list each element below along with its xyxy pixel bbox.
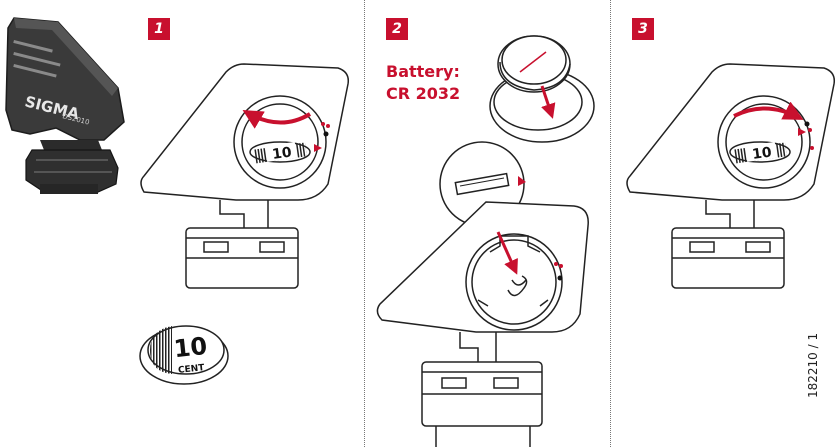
step3-rotate-arrow [733,101,804,120]
coin-illustration: 10 CENT [139,325,229,385]
step1-rotate-arrow [242,109,312,129]
battery-slot-arrow [496,231,518,275]
step-2-badge: 2 [386,18,408,40]
battery-insert-arrow [540,85,556,119]
step1-coin-value: 10 [271,144,293,163]
coin-value: 10 [172,332,208,363]
battery-type: CR 2032 [386,84,461,103]
coin-unit: CENT [178,363,206,376]
battery-label: Battery: CR 2032 [386,61,460,105]
step3-coin-value: 10 [751,144,773,163]
divider-1 [364,0,365,447]
step-1-badge: 1 [148,18,170,40]
step-3-badge: 3 [632,18,654,40]
divider-2 [610,0,611,447]
step1-sensor-diagram: 10 [140,63,350,289]
step3-sensor-diagram: 10 [626,63,836,289]
sensor-photo: SIGMA DS2010 [5,17,125,194]
battery-label-line1: Battery: [386,62,460,81]
step2-sensor-diagram [376,201,589,447]
